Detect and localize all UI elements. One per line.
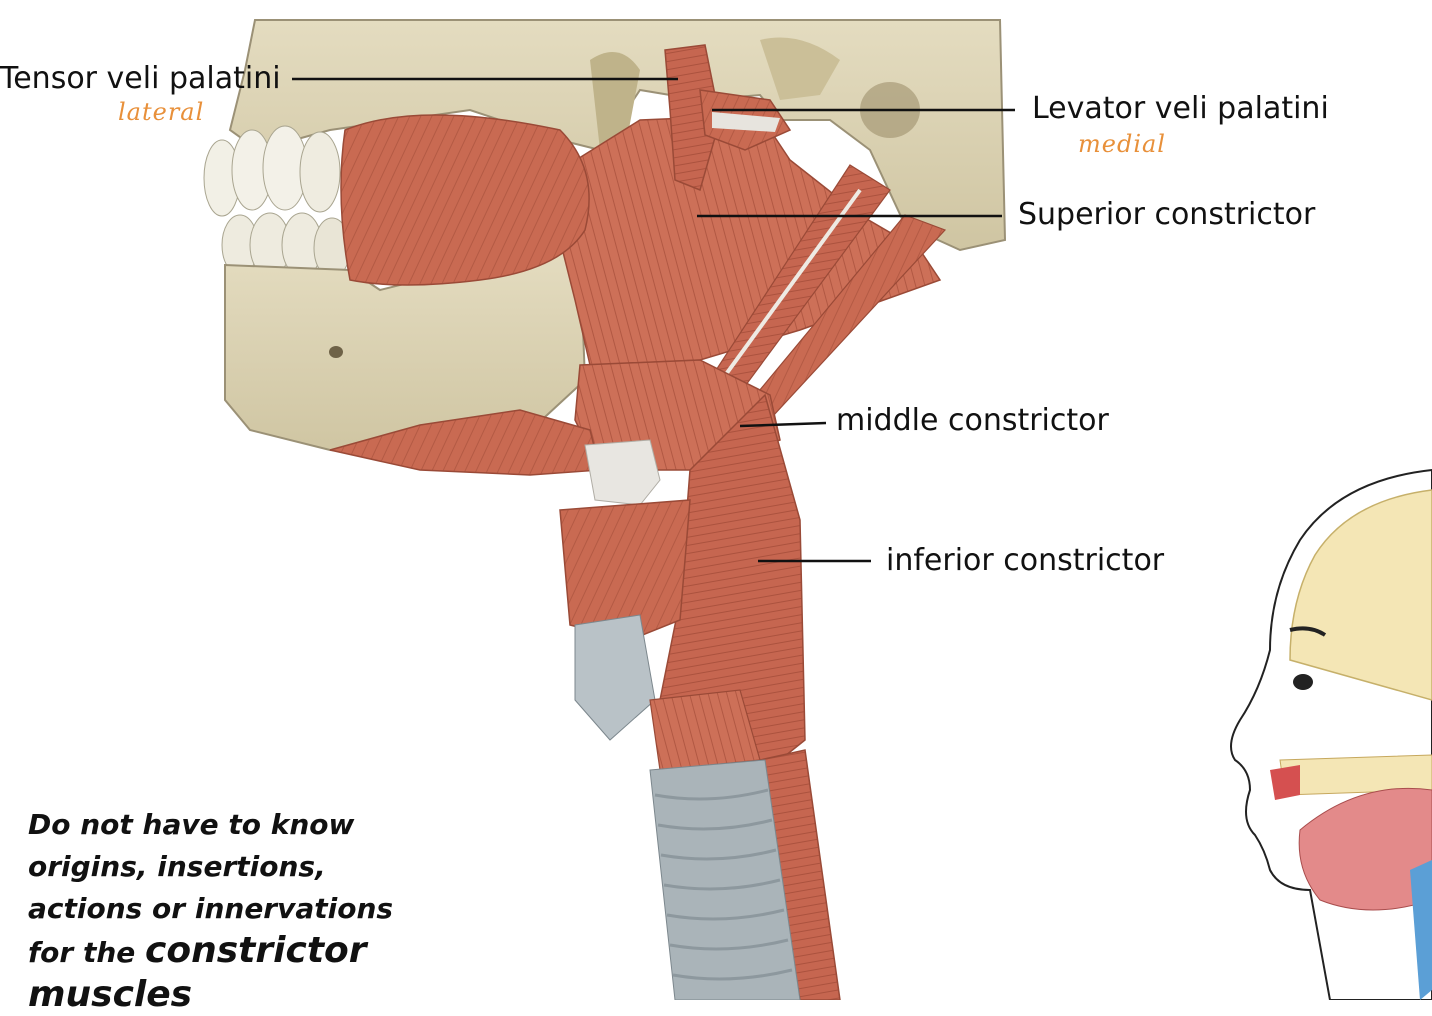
- label-superior-constrictor: Superior constrictor: [1018, 197, 1316, 232]
- study-note: Do not have to know origins, insertions,…: [28, 804, 428, 1016]
- leader-lines: [292, 77, 1015, 563]
- label-levator-veli-palatini: Levator veli palatini: [1032, 91, 1329, 126]
- tensor-veli-palatini-muscle: [664, 44, 721, 192]
- mental-foramen: [329, 346, 343, 358]
- trachea: [649, 759, 801, 1000]
- note-line-1: Do not have to know: [28, 808, 355, 841]
- note-line-4-prefix: for the: [28, 936, 136, 969]
- head-sagittal-illustration: [1230, 468, 1432, 1000]
- buccinator-muscle: [340, 114, 590, 286]
- annotation-lateral: lateral: [118, 98, 205, 126]
- skull-fade: [250, 0, 1010, 60]
- note-line-2: origins, insertions,: [28, 850, 326, 883]
- label-inferior-constrictor: inferior constrictor: [886, 543, 1165, 578]
- thyrohyoid-muscle: [559, 499, 691, 641]
- note-line-5: muscles: [28, 974, 193, 1015]
- label-tensor-veli-palatini: Tensor veli palatini: [0, 61, 281, 96]
- cricothyroid-muscle: [649, 689, 761, 771]
- thyroid-cartilage: [574, 614, 656, 741]
- annotation-medial: medial: [1078, 130, 1166, 158]
- note-emphasis: constrictor: [145, 930, 367, 971]
- label-middle-constrictor: middle constrictor: [836, 403, 1109, 438]
- mandible-bone: [224, 248, 587, 457]
- note-line-3: actions or innervations: [28, 892, 394, 925]
- note-line-4: for the constrictor: [28, 930, 428, 974]
- teeth: [203, 125, 351, 279]
- leader-line-middle: [739, 421, 827, 428]
- hyoid-tendon: [584, 439, 661, 506]
- tendon-strip: [712, 112, 780, 132]
